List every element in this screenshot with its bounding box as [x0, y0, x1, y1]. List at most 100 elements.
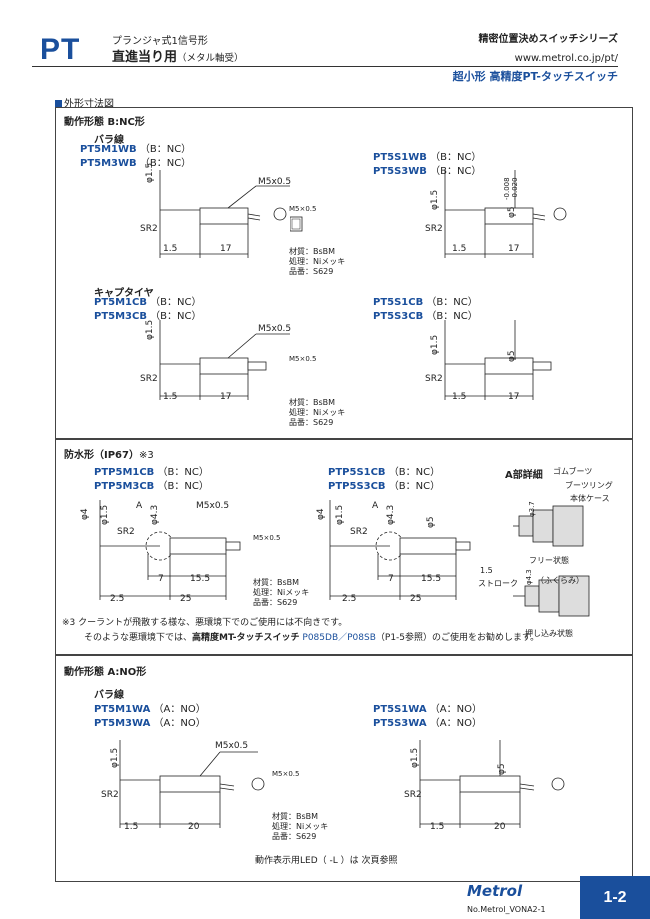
reference-link[interactable]: P085DB／P08SB — [302, 633, 376, 643]
part-list-7: PT5M1WA （A：NO） PT5M3WA （A：NO） — [94, 704, 206, 729]
dim-sr2-e: SR2 — [117, 527, 135, 537]
dim-phi43-b: φ4.3 — [386, 504, 396, 525]
catalog-title: 精密位置決めスイッチシリーズ — [478, 34, 619, 45]
box-bnc — [55, 107, 633, 440]
detail-phi43: φ4.3 — [525, 569, 533, 585]
drawing-pt5m-wa — [119, 740, 265, 828]
dim-phi15-f: φ1.5 — [335, 504, 345, 525]
detail-free: フリー状態 — [529, 556, 569, 565]
dim-20: 20 — [188, 822, 200, 832]
dim-phi15-c: φ1.5 — [145, 319, 155, 340]
dim-7-b: 7 — [388, 574, 394, 584]
dim-phi5-h: φ5 — [497, 763, 507, 775]
dim-phi43: φ4.3 — [150, 504, 160, 525]
dim-1-5-d: 1.5 — [452, 392, 467, 402]
drawing-ptp5s — [329, 500, 471, 600]
drawing-pt5m-cb — [159, 320, 290, 400]
dim-2-5-b: 2.5 — [342, 594, 357, 604]
dim-1-5: 1.5 — [163, 244, 178, 254]
dim-1-5-b: 1.5 — [452, 244, 467, 254]
nut-icon — [290, 216, 303, 232]
nut-m5: M5×0.5 — [289, 205, 317, 213]
box-waterproof — [55, 438, 633, 656]
dim-1-5-h: 1.5 — [430, 822, 445, 832]
dim-1-5-g: 1.5 — [124, 822, 139, 832]
drawing-ptp5m — [99, 500, 241, 600]
dim-phi15-e: φ1.5 — [100, 504, 110, 525]
drawing-pt5m-wb — [159, 170, 290, 258]
part-list-4: PT5S1CB （B：NC） PT5S3CB （B：NC） — [373, 297, 478, 322]
dim-phi15-d: φ1.5 — [430, 334, 440, 355]
detail-stroke: ストローク — [478, 579, 518, 588]
detail-boot: ゴムブーツ — [553, 467, 593, 476]
group-loose-wire: バラ線 — [94, 135, 124, 146]
dim-17: 17 — [220, 244, 232, 254]
page-number: 1-2 — [580, 876, 650, 919]
dim-phi4: φ4 — [80, 508, 90, 520]
dim-15-5-b: 15.5 — [421, 574, 442, 584]
dim-phi15-h: φ1.5 — [410, 747, 420, 768]
dim-a: A — [136, 501, 143, 511]
dim-20-b: 20 — [494, 822, 506, 832]
drawing-pt5s-wa — [419, 740, 565, 828]
dim-m5-c: M5x0.5 — [258, 324, 292, 334]
header-rule — [32, 66, 618, 67]
dim-2-5: 2.5 — [110, 594, 125, 604]
dim-7: 7 — [158, 574, 164, 584]
dim-m5: M5x0.5 — [258, 177, 292, 187]
dim-25-b: 25 — [410, 594, 422, 604]
series-subtitle-2: 直進当り用（メタル軸受） — [112, 50, 244, 65]
led-note: 動作表示用LED（ -L ）は 次頁参照 — [255, 856, 398, 866]
series-title: PT — [40, 33, 81, 66]
dim-phi5-f: φ5 — [426, 516, 436, 528]
box3-title: 動作形態 A:NO形 — [64, 667, 147, 678]
dim-sr2-b: SR2 — [425, 224, 443, 234]
dim-15-5: 15.5 — [190, 574, 211, 584]
detail-ring: ブーツリング — [565, 481, 613, 490]
part-list-1: PT5M1WB （B：NC） PT5M3WB （B：NC） — [80, 144, 192, 169]
box1-title: 動作形態 B:NC形 — [64, 117, 145, 128]
detail-phi37: φ3.7 — [528, 501, 536, 517]
dim-phi15-b: φ1.5 — [430, 189, 440, 210]
dim-phi15: φ1.5 — [145, 162, 155, 183]
series-subtitle-1: プランジャ式1信号形 — [112, 36, 208, 47]
detail-a-title: A部詳細 — [505, 470, 543, 481]
dim-17-b: 17 — [508, 244, 520, 254]
part-list-8: PT5S1WA （A：NO） PT5S3WA （A：NO） — [373, 704, 482, 729]
dim-sr2-d: SR2 — [425, 374, 443, 384]
drawing-pt5s-cb — [444, 320, 552, 400]
dim-m5-g: M5x0.5 — [215, 741, 249, 751]
dim-phi15-g: φ1.5 — [110, 747, 120, 768]
dim-phi4-b: φ4 — [316, 508, 326, 520]
dim-phi5: φ5 — [507, 206, 517, 218]
part-list-2: PT5S1WB （B：NC） PT5S3WB （B：NC） — [373, 152, 482, 177]
dim-a-b: A — [372, 501, 379, 511]
detail-push: 押し込み状態 — [525, 629, 573, 638]
dim-phi5-d: φ5 — [507, 350, 517, 362]
dim-25: 25 — [180, 594, 192, 604]
detail-bulge: （ふくらみ） — [536, 576, 584, 585]
doc-number: No.Metrol_VONA2-1 — [467, 905, 546, 914]
header-url[interactable]: www.metrol.co.jp/pt/ — [514, 53, 618, 64]
metrol-logo: Metrol — [467, 882, 523, 900]
part-list-5: PTP5M1CB （B：NC） PTP5M3CB （B：NC） — [94, 467, 209, 492]
nut-m5-g: M5×0.5 — [272, 770, 300, 778]
dim-sr2-g: SR2 — [101, 790, 119, 800]
product-subtitle: 超小形 高精度PT-タッチスイッチ — [452, 70, 618, 83]
detail-1-5: 1.5 — [480, 566, 493, 575]
nut-m5-c: M5×0.5 — [289, 355, 317, 363]
dim-sr2-c: SR2 — [140, 374, 158, 384]
dim-17-d: 17 — [508, 392, 520, 402]
dim-1-5-c: 1.5 — [163, 392, 178, 402]
dim-17-c: 17 — [220, 392, 232, 402]
nut-m5-e: M5×0.5 — [253, 534, 281, 542]
box2-title: 防水形（IP67）※3 — [64, 450, 154, 461]
detail-a-drawing — [513, 505, 590, 617]
dim-sr2-h: SR2 — [404, 790, 422, 800]
header-right: 精密位置決めスイッチシリーズ www.metrol.co.jp/pt/ — [479, 30, 619, 64]
caution-note: ※3 クーラントが飛散する様な、悪環境下でのご使用には不向きです。 そのような悪… — [62, 618, 540, 643]
